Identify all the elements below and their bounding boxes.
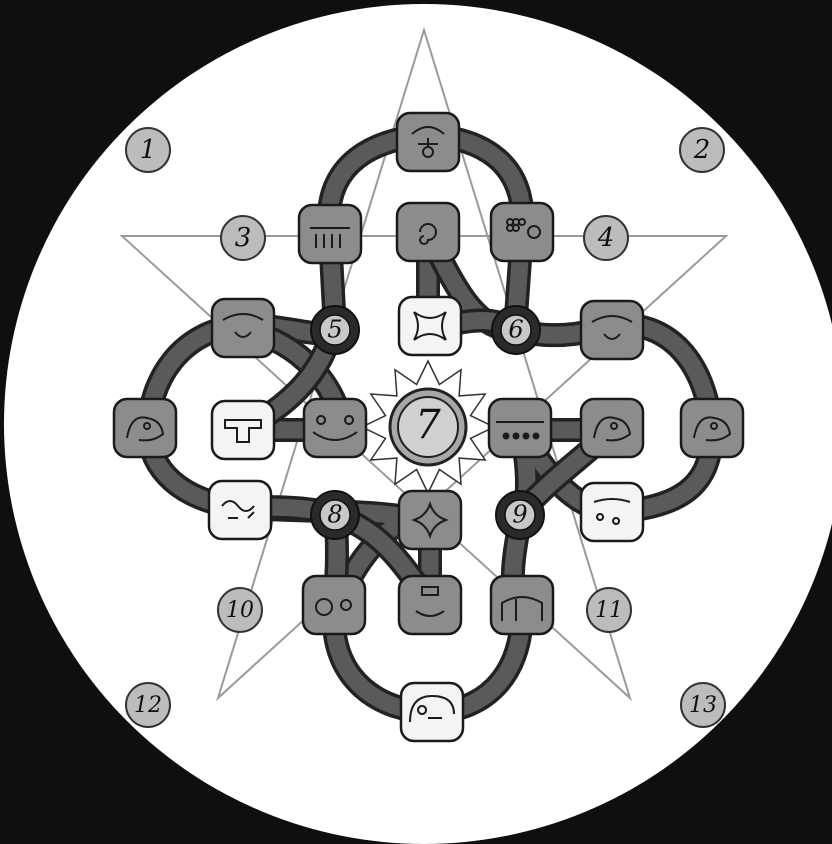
- profile-head-glyph-icon: [581, 399, 643, 457]
- number-circle-13: 13: [681, 683, 725, 727]
- number-circle-8: 8: [311, 491, 359, 539]
- jaguar-glyph-icon: [401, 683, 463, 741]
- glyph-tile-body: [212, 401, 274, 459]
- number-label: 12: [134, 693, 162, 718]
- hand-glyph-icon: [581, 483, 643, 541]
- dots-dot: [534, 434, 539, 439]
- drop-glyph-icon: [581, 301, 643, 359]
- jar-glyph-icon: [299, 205, 361, 263]
- glyph-tile-body: [491, 203, 553, 261]
- number-label: 10: [226, 598, 254, 623]
- number-label: 3: [235, 223, 252, 253]
- glyph-tile-body: [304, 399, 366, 457]
- spiral-glyph-icon: [397, 203, 459, 261]
- serpent-glyph-icon: [209, 481, 271, 539]
- number-label: 8: [327, 501, 342, 529]
- glyph-tile-body: [212, 299, 274, 357]
- face-glyph-icon: [397, 113, 459, 171]
- number-label: 7: [415, 402, 441, 448]
- number-label: 1: [140, 135, 157, 165]
- number-label: 5: [327, 316, 342, 344]
- grape-glyph-icon: [491, 203, 553, 261]
- number-label: 2: [693, 135, 711, 165]
- number-label: 4: [597, 223, 615, 253]
- number-circle-12: 12: [126, 683, 170, 727]
- number-circle-1: 1: [126, 128, 170, 172]
- skull-head-glyph-icon: [681, 399, 743, 457]
- number-label: 13: [689, 693, 717, 718]
- number-circle-2: 2: [680, 128, 724, 172]
- glyph-tile-body: [491, 576, 553, 634]
- glyph-tile-body: [399, 491, 461, 549]
- glyph-tile-body: [489, 399, 551, 457]
- eye-glyph-icon: [303, 576, 365, 634]
- dots-dot: [524, 434, 529, 439]
- number-circle-11: 11: [587, 588, 631, 632]
- glyph-tile-body: [299, 205, 361, 263]
- number-circle-5: 5: [311, 306, 359, 354]
- arch-glyph-icon: [491, 576, 553, 634]
- glyph-tile-body: [397, 203, 459, 261]
- t-shape-glyph-icon: [212, 401, 274, 459]
- animal-head-glyph-icon: [114, 399, 176, 457]
- dots-dot: [514, 434, 519, 439]
- star-cross-glyph-icon: [399, 491, 461, 549]
- glyph-tile-body: [209, 481, 271, 539]
- dots-glyph-icon: [489, 399, 551, 457]
- number-circle-4: 4: [584, 216, 628, 260]
- number-circle-7: 7: [390, 389, 466, 465]
- cap-glyph-icon: [212, 299, 274, 357]
- dots-dot: [504, 434, 509, 439]
- number-circle-9: 9: [496, 491, 544, 539]
- glyph-tile-body: [303, 576, 365, 634]
- glyph-tile-body: [399, 297, 461, 355]
- frame-glyph-icon: [399, 297, 461, 355]
- number-circle-10: 10: [218, 588, 262, 632]
- crown-glyph-icon: [304, 399, 366, 457]
- number-label: 11: [595, 598, 623, 623]
- number-label: 6: [508, 316, 523, 344]
- number-circle-3: 3: [221, 216, 265, 260]
- glyph-tile-body: [581, 301, 643, 359]
- glyph-tile-body: [399, 576, 461, 634]
- glyph-tile-body: [581, 483, 643, 541]
- box-glyph-icon: [399, 576, 461, 634]
- number-label: 9: [512, 501, 527, 529]
- number-circle-6: 6: [492, 306, 540, 354]
